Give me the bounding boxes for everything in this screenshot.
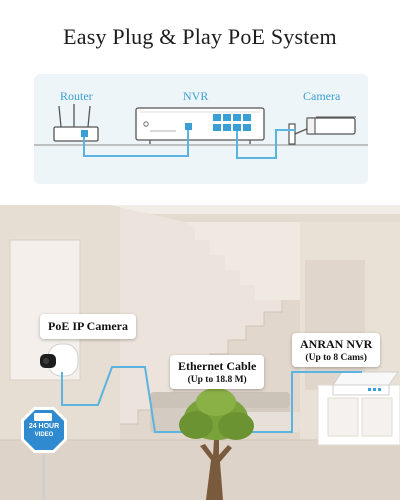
bullet-camera-icon xyxy=(288,116,356,145)
nvr-box-icon xyxy=(332,371,399,396)
sign-line-2: VIDEO xyxy=(34,432,54,438)
ethernet-cable-label: Ethernet Cable xyxy=(178,359,257,373)
nvr-to-camera-cable xyxy=(236,129,296,159)
camera-label: Camera xyxy=(303,89,341,103)
router-label: Router xyxy=(60,89,93,103)
poe-camera-callout: PoE IP Camera xyxy=(40,314,136,339)
page-title: Easy Plug & Play PoE System xyxy=(63,24,337,49)
ethernet-cable-route xyxy=(61,366,362,433)
nvr-device-icon xyxy=(135,107,265,144)
nvr-detail: (Up to 8 Cams) xyxy=(305,353,367,363)
tree-icon xyxy=(179,388,254,500)
nvr-label: NVR xyxy=(183,89,209,103)
router-to-nvr-cable xyxy=(83,130,189,157)
security-sign xyxy=(21,407,67,500)
sign-line-1: 24 HOUR xyxy=(28,423,60,430)
router-icon xyxy=(53,104,99,142)
ethernet-cable-callout: Ethernet Cable (Up to 18.8 M) xyxy=(170,355,265,389)
nvr-callout: ANRAN NVR (Up to 8 Cams) xyxy=(292,333,381,367)
ethernet-cable-detail: (Up to 18.8 M) xyxy=(187,375,247,385)
poe-camera-label: PoE IP Camera xyxy=(48,319,128,333)
nvr-label-scene: ANRAN NVR xyxy=(300,337,373,351)
